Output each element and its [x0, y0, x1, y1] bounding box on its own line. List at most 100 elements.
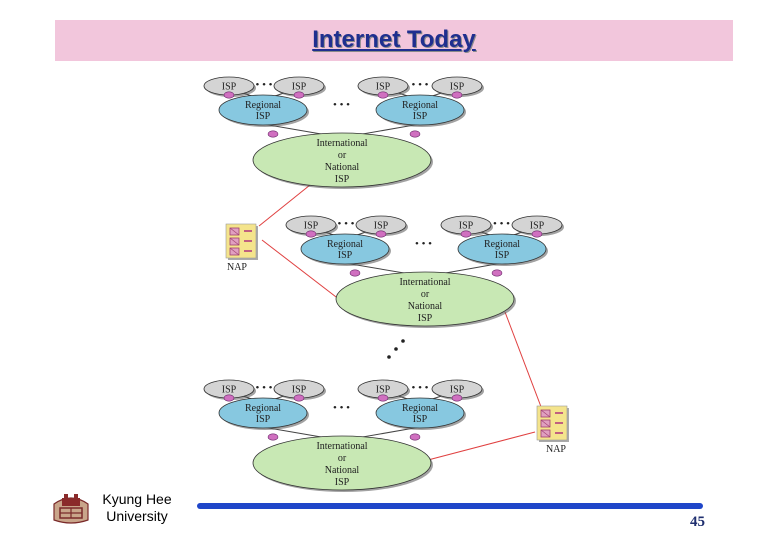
isp-label: ISP — [222, 385, 237, 396]
university-line-2: University — [106, 508, 168, 524]
router-icon — [223, 91, 235, 99]
continuation-dot — [394, 347, 398, 351]
isp-ellipsis: • • • — [411, 382, 428, 394]
international-isp-node — [335, 271, 515, 327]
continuation-dot — [401, 339, 405, 343]
router-icon — [451, 91, 463, 99]
continuation-dot — [387, 355, 391, 359]
regional-isp-label-line-2: ISP — [256, 414, 271, 425]
nap-port-mark — [540, 419, 551, 428]
isp-label: ISP — [450, 385, 465, 396]
isp-ellipsis: • • • — [411, 79, 428, 91]
international-label-line-3: National — [325, 465, 360, 476]
isp-ellipsis: • • • — [255, 79, 272, 91]
nap-link — [427, 431, 536, 461]
international-label-line-1: International — [399, 277, 450, 288]
international-isp-node — [252, 435, 432, 491]
nap-port-mark — [229, 237, 240, 246]
international-label-line-1: International — [316, 138, 367, 149]
nap-port-mark — [540, 429, 551, 438]
university-name: Kyung Hee University — [92, 491, 182, 525]
isp-label: ISP — [304, 221, 319, 232]
regional-isp-label-line-1: Regional — [402, 403, 438, 414]
isp-label: ISP — [292, 82, 307, 93]
regional-isp-label-line-1: Regional — [327, 239, 363, 250]
isp-ellipsis: • • • — [255, 382, 272, 394]
regional-isp-node — [375, 397, 465, 429]
international-label-line-4: ISP — [335, 477, 350, 488]
international-label-line-2: or — [338, 150, 347, 161]
university-line-1: Kyung Hee — [102, 491, 172, 507]
router-icon — [460, 230, 472, 238]
isp-ellipsis: • • • — [337, 218, 354, 230]
international-label-line-2: or — [421, 289, 430, 300]
regional-isp-label-line-2: ISP — [413, 414, 428, 425]
router-icon — [349, 269, 361, 277]
router-icon — [451, 394, 463, 402]
regional-isp-node — [218, 397, 308, 429]
university-logo — [53, 494, 89, 524]
isp-ellipsis: • • • — [493, 218, 510, 230]
nap-label: NAP — [546, 444, 566, 455]
nap-link — [258, 184, 311, 227]
international-label-line-1: International — [316, 441, 367, 452]
router-icon — [267, 433, 279, 441]
regional-isp-label-line-2: ISP — [413, 111, 428, 122]
isp-label: ISP — [376, 82, 391, 93]
footer-divider — [197, 503, 703, 509]
regional-isp-node — [218, 94, 308, 126]
page-number: 45 — [690, 514, 705, 530]
router-icon — [409, 130, 421, 138]
slide-title: Internet Today — [312, 26, 476, 53]
router-icon — [267, 130, 279, 138]
regional-isp-node — [375, 94, 465, 126]
nap-link — [261, 239, 341, 301]
nap-led-icon — [555, 412, 563, 414]
regional-isp-node — [300, 233, 390, 265]
nap-led-icon — [244, 240, 252, 242]
regional-isp-label-line-2: ISP — [495, 250, 510, 261]
regional-ellipsis: • • • — [333, 402, 350, 414]
isp-label: ISP — [292, 385, 307, 396]
title-bar: Internet Today — [55, 20, 733, 61]
regional-isp-label-line-1: Regional — [245, 403, 281, 414]
international-isp-node — [252, 132, 432, 188]
international-label-line-4: ISP — [418, 313, 433, 324]
nap-link — [504, 311, 544, 413]
nap-led-icon — [244, 230, 252, 232]
nap-port-mark — [540, 409, 551, 418]
isp-label: ISP — [459, 221, 474, 232]
router-icon — [223, 394, 235, 402]
router-icon — [531, 230, 543, 238]
international-label-line-3: National — [408, 301, 443, 312]
nap-port-mark — [229, 227, 240, 236]
isp-label: ISP — [376, 385, 391, 396]
regional-ellipsis: • • • — [415, 238, 432, 250]
regional-ellipsis: • • • — [333, 99, 350, 111]
international-label-line-4: ISP — [335, 174, 350, 185]
regional-isp-label-line-1: Regional — [245, 100, 281, 111]
nap-led-icon — [555, 432, 563, 434]
regional-isp-node — [457, 233, 547, 265]
router-icon — [293, 394, 305, 402]
isp-label: ISP — [530, 221, 545, 232]
isp-label: ISP — [222, 82, 237, 93]
nap-led-icon — [555, 422, 563, 424]
router-icon — [375, 230, 387, 238]
regional-isp-label-line-2: ISP — [256, 111, 271, 122]
nap-led-icon — [244, 250, 252, 252]
router-icon — [491, 269, 503, 277]
router-icon — [377, 394, 389, 402]
router-icon — [293, 91, 305, 99]
router-icon — [409, 433, 421, 441]
isp-label: ISP — [450, 82, 465, 93]
international-label-line-3: National — [325, 162, 360, 173]
router-icon — [305, 230, 317, 238]
international-label-line-2: or — [338, 453, 347, 464]
regional-isp-label-line-1: Regional — [402, 100, 438, 111]
regional-isp-label-line-2: ISP — [338, 250, 353, 261]
isp-label: ISP — [374, 221, 389, 232]
router-icon — [377, 91, 389, 99]
regional-isp-label-line-1: Regional — [484, 239, 520, 250]
